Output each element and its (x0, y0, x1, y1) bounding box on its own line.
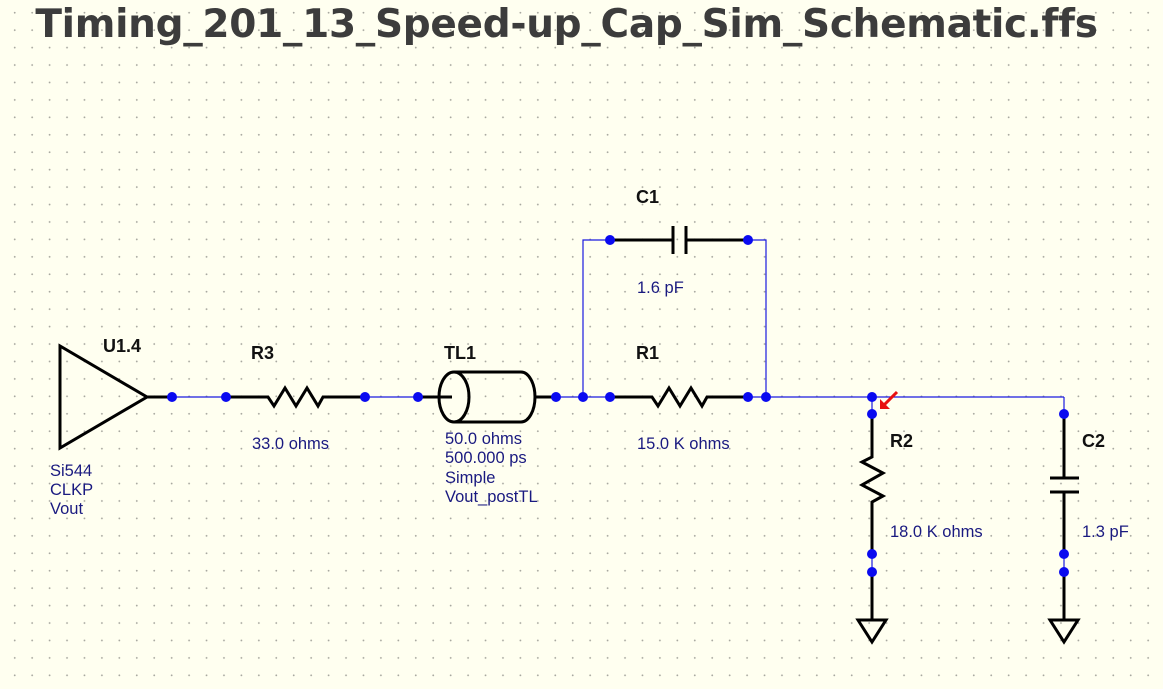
driver-u1[interactable]: U1.4 Si544 CLKP Vout (50, 336, 172, 518)
u1-line-2: CLKP (50, 481, 93, 499)
node[interactable] (761, 392, 771, 402)
node[interactable] (867, 409, 877, 419)
resistor-r3[interactable]: R3 33.0 ohms (226, 343, 365, 453)
node[interactable] (1059, 409, 1069, 419)
probe-arrow-icon[interactable] (880, 390, 899, 409)
node[interactable] (743, 235, 753, 245)
r1-ref: R1 (636, 343, 659, 363)
node[interactable] (221, 392, 231, 402)
resistor-zigzag-icon (226, 385, 365, 409)
schematic-title: Timing_201_13_Speed-up_Cap_Sim_Schematic… (35, 2, 1098, 47)
r3-ref: R3 (251, 343, 274, 363)
node[interactable] (167, 392, 177, 402)
node[interactable] (867, 567, 877, 577)
u1-ref: U1.4 (103, 336, 141, 356)
capacitor-c1[interactable]: C1 1.6 pF (610, 187, 748, 297)
ground-icon (855, 618, 889, 645)
buffer-triangle-icon (58, 343, 150, 451)
nodes (167, 235, 1069, 577)
tl1-ref: TL1 (444, 343, 476, 363)
node[interactable] (867, 392, 877, 402)
node[interactable] (413, 392, 423, 402)
c1-ref: C1 (636, 187, 659, 207)
c2-value: 1.3 pF (1082, 523, 1129, 541)
node[interactable] (1059, 567, 1069, 577)
resistor-zigzag-icon (610, 385, 748, 409)
node[interactable] (867, 549, 877, 559)
wire-c1-right[interactable] (748, 239, 767, 397)
tl1-line-1: 50.0 ohms (445, 430, 522, 448)
r1-value: 15.0 K ohms (637, 435, 730, 453)
r3-value: 33.0 ohms (252, 435, 329, 453)
node[interactable] (1059, 549, 1069, 559)
coax-body-icon (454, 370, 537, 424)
resistor-r1[interactable]: R1 15.0 K ohms (610, 343, 748, 453)
coax-end-icon (437, 370, 471, 424)
tl1-line-4: Vout_postTL (445, 488, 538, 506)
capacitor-c2[interactable]: C2 1.3 pF (1050, 414, 1129, 554)
node[interactable] (578, 392, 588, 402)
node[interactable] (360, 392, 370, 402)
r2-ref: R2 (890, 431, 913, 451)
node[interactable] (605, 235, 615, 245)
c1-value: 1.6 pF (637, 279, 684, 297)
wire-c1-left[interactable] (582, 239, 610, 397)
r2-value: 18.0 K ohms (890, 523, 983, 541)
ground-icon (1047, 618, 1081, 645)
ground-r2[interactable] (855, 572, 889, 645)
transmission-line-tl1[interactable]: TL1 50.0 ohms 500.000 ps Simple Vout_pos… (418, 343, 556, 506)
ground-c2[interactable] (1047, 572, 1081, 645)
u1-line-1: Si544 (50, 462, 92, 480)
u1-line-3: Vout (50, 500, 83, 518)
node[interactable] (551, 392, 561, 402)
node[interactable] (605, 392, 615, 402)
c2-ref: C2 (1082, 431, 1105, 451)
resistor-zigzag-icon (858, 414, 887, 554)
node[interactable] (743, 392, 753, 402)
tl1-line-3: Simple (445, 469, 495, 487)
tl1-line-2: 500.000 ps (445, 449, 527, 467)
resistor-r2[interactable]: R2 18.0 K ohms (858, 414, 983, 554)
